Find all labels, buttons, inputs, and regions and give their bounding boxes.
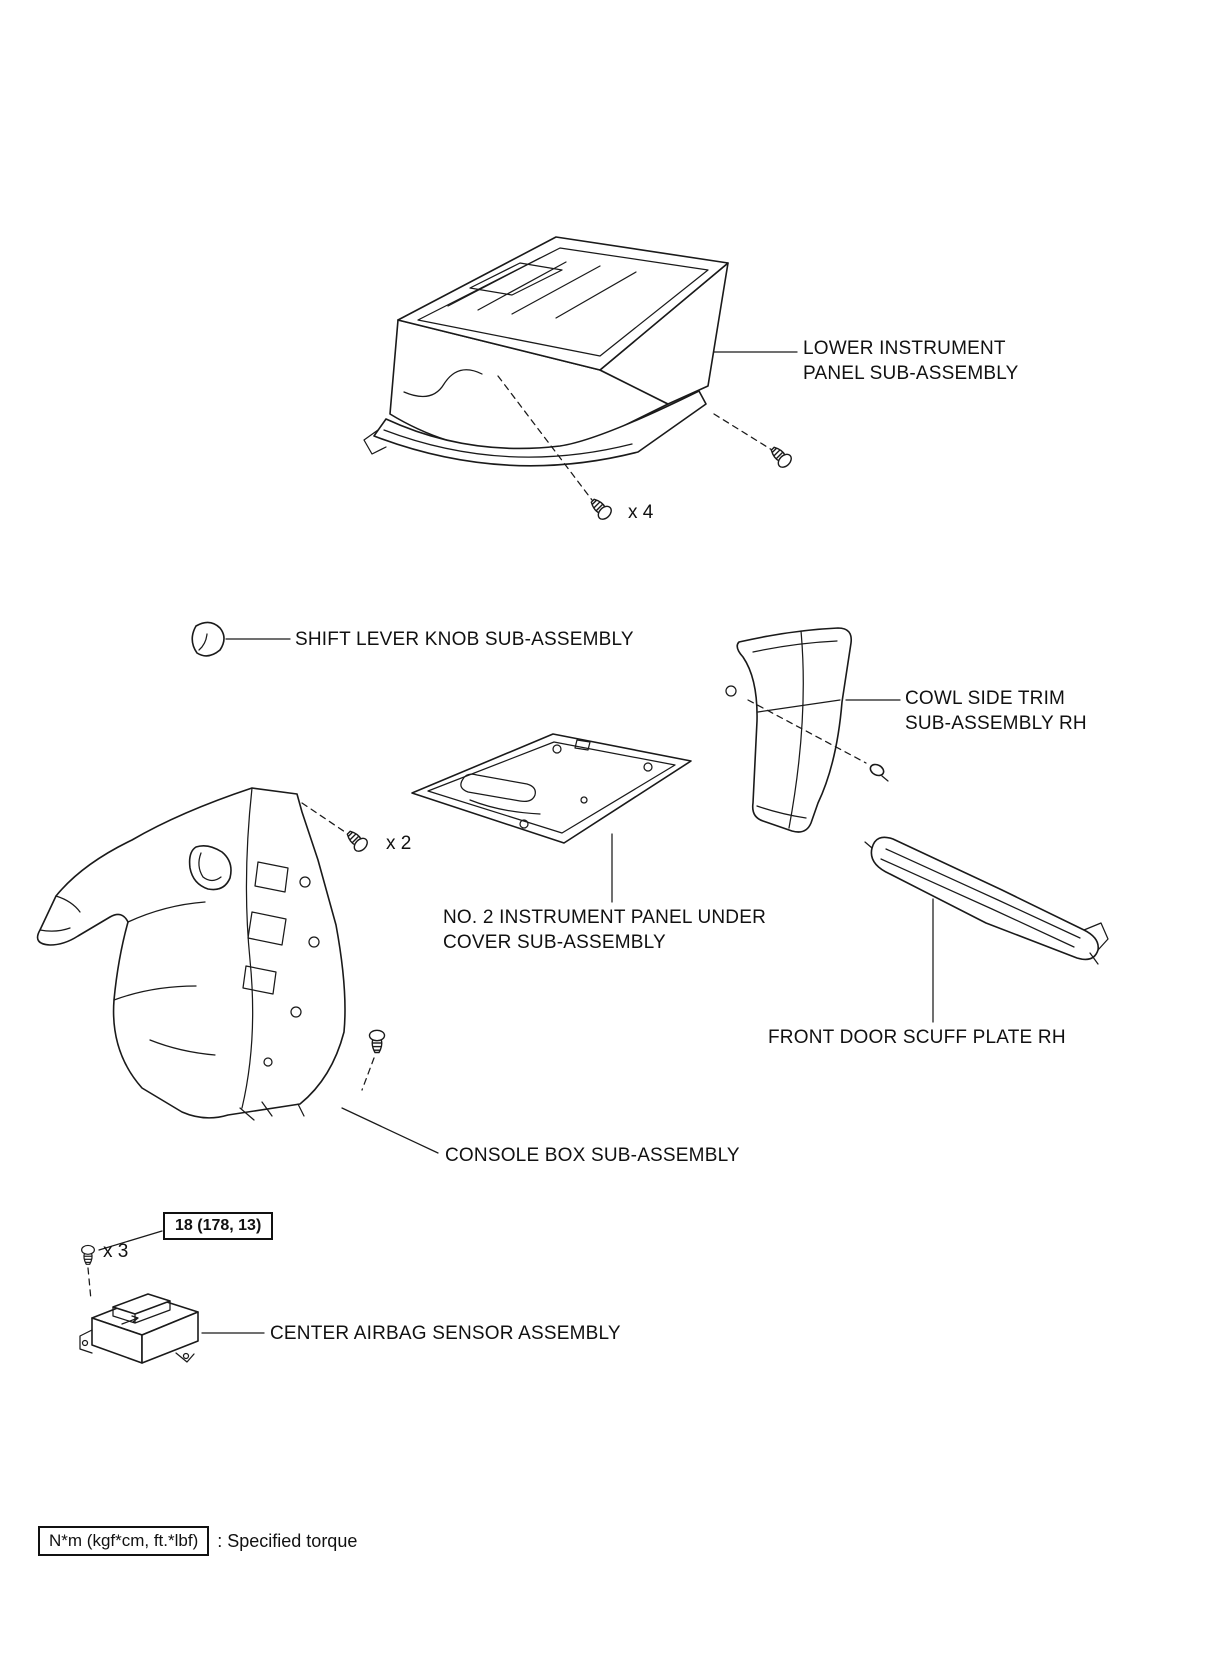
center-airbag-sensor-label: CENTER AIRBAG SENSOR ASSEMBLY xyxy=(270,1323,621,1344)
alignment-dashes xyxy=(747,699,867,764)
torque-legend: N*m (kgf*cm, ft.*lbf) : Specified torque xyxy=(38,1526,357,1556)
torque-legend-symbol-box: N*m (kgf*cm, ft.*lbf) xyxy=(38,1526,210,1556)
leader-line xyxy=(341,1107,439,1154)
alignment-dashes xyxy=(87,1267,92,1301)
front-door-scuff-plate-label: FRONT DOOR SCUFF PLATE RH xyxy=(768,1027,1066,1048)
under-cover-art xyxy=(411,733,692,844)
front-door-scuff-plate-art xyxy=(864,836,1109,965)
bolt-count-x3: x 3 xyxy=(103,1241,129,1262)
alignment-dashes xyxy=(301,802,349,835)
lower-instrument-panel-label: LOWER INSTRUMENT PANEL SUB-ASSEMBLY xyxy=(803,338,1019,384)
torque-legend-note: : Specified torque xyxy=(217,1530,358,1551)
shift-lever-knob-label: SHIFT LEVER KNOB SUB-ASSEMBLY xyxy=(295,629,634,650)
screw-count-x2: x 2 xyxy=(386,833,412,854)
clip-icon xyxy=(869,763,889,782)
screw-icon xyxy=(766,442,795,471)
bolt-icon xyxy=(81,1244,95,1265)
alignment-dashes xyxy=(713,413,773,451)
shift-lever-knob-art xyxy=(191,621,225,657)
screw-count-x4: x 4 xyxy=(628,502,654,523)
alignment-dashes xyxy=(361,1057,375,1091)
console-box-label: CONSOLE BOX SUB-ASSEMBLY xyxy=(445,1145,740,1166)
alignment-dashes xyxy=(497,375,593,501)
cowl-side-trim-label: COWL SIDE TRIM SUB-ASSEMBLY RH xyxy=(905,688,1087,734)
leader-line xyxy=(98,1230,163,1251)
center-airbag-sensor-art xyxy=(79,1293,199,1364)
console-box-art xyxy=(36,787,346,1121)
screw-icon xyxy=(342,826,371,855)
lower-instrument-panel-art xyxy=(363,236,729,467)
under-cover-label: NO. 2 INSTRUMENT PANEL UNDER COVER SUB-A… xyxy=(443,907,767,953)
cowl-side-trim-art xyxy=(725,627,853,833)
screw-icon xyxy=(368,1029,386,1054)
torque-spec-box: 18 (178, 13) xyxy=(163,1212,274,1240)
